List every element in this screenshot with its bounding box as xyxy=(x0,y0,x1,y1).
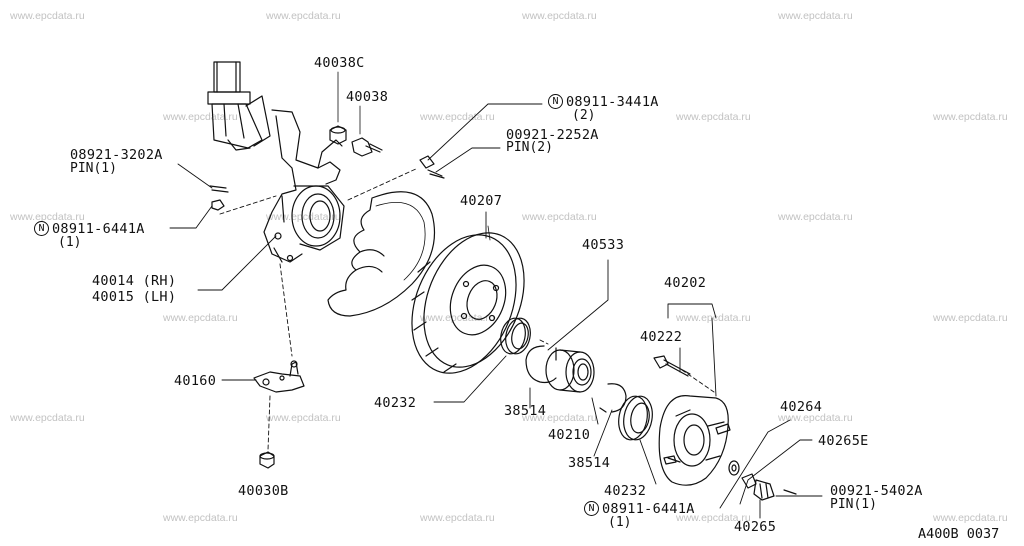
strut-drawing xyxy=(207,61,271,151)
watermark: www.epcdata.ru xyxy=(676,111,751,123)
part-label-40015: 40015 (LH) xyxy=(92,289,177,305)
watermark: www.epcdata.ru xyxy=(522,412,597,424)
part-label-40264: 40264 xyxy=(780,399,823,415)
watermark: www.epcdata.ru xyxy=(163,512,238,524)
watermark: www.epcdata.ru xyxy=(522,211,597,223)
leader-lines xyxy=(169,103,823,519)
pin-nut-drawing xyxy=(419,155,445,179)
ball-joint-drawing xyxy=(253,360,305,393)
part-label-40014: 40014 (RH) xyxy=(92,273,177,289)
diagram-code: A400B 0037 xyxy=(918,526,1000,542)
part-label-40160: 40160 xyxy=(174,373,217,389)
dust-shield-drawing xyxy=(327,191,436,317)
part-sub-08911-3441a: (2) xyxy=(572,108,596,123)
part-label-00921-5402a: 00921-5402A xyxy=(830,483,923,499)
hub-drawing xyxy=(658,395,731,486)
n-marker: N xyxy=(548,94,563,109)
part-label-40222: 40222 xyxy=(640,329,683,345)
watermark: www.epcdata.ru xyxy=(420,111,495,123)
n-marker: N xyxy=(34,221,49,236)
part-label-40232-left: 40232 xyxy=(374,395,417,411)
watermark: www.epcdata.ru xyxy=(933,111,1008,123)
part-sub-08921-3202a: PIN(1) xyxy=(70,161,117,176)
part-label-08911-6441a-left: 08911-6441A xyxy=(52,221,145,237)
part-label-40265e: 40265E xyxy=(818,433,869,449)
watermark: www.epcdata.ru xyxy=(10,412,85,424)
snap-ring-drawing xyxy=(599,383,627,413)
guide-lines xyxy=(219,167,715,451)
watermark: www.epcdata.ru xyxy=(933,312,1008,324)
stud-bolt-drawing xyxy=(653,355,691,377)
part-sub-08911-6441a-bottom: (1) xyxy=(608,515,632,530)
part-label-08911-6441a-bottom: 08911-6441A xyxy=(602,501,695,517)
part-label-08921-3202a: 08921-3202A xyxy=(70,147,163,163)
watermark: www.epcdata.ru xyxy=(676,512,751,524)
part-sub-00921-2252a: PIN(2) xyxy=(506,140,553,155)
part-sub-08911-6441a-left: (1) xyxy=(58,235,82,250)
watermark: www.epcdata.ru xyxy=(778,10,853,22)
watermark: www.epcdata.ru xyxy=(676,312,751,324)
part-label-40207: 40207 xyxy=(460,193,503,209)
watermark: www.epcdata.ru xyxy=(778,412,853,424)
seal-drawing xyxy=(618,395,653,441)
seal-drawing xyxy=(500,317,531,355)
part-label-40030b: 40030B xyxy=(238,483,289,499)
part-label-00921-2252a: 00921-2252A xyxy=(506,127,599,143)
part-label-38514-a: 38514 xyxy=(504,403,547,419)
part-label-40232-right: 40232 xyxy=(604,483,647,499)
knuckle-drawing xyxy=(263,109,345,263)
part-label-08911-3441a: 08911-3441A xyxy=(566,94,659,110)
watermark: www.epcdata.ru xyxy=(778,211,853,223)
watermark: www.epcdata.ru xyxy=(10,211,85,223)
watermark: www.epcdata.ru xyxy=(420,512,495,524)
watermark: www.epcdata.ru xyxy=(163,111,238,123)
watermark: www.epcdata.ru xyxy=(266,10,341,22)
axle-nut-drawing xyxy=(728,460,797,501)
n-marker: N xyxy=(584,501,599,516)
watermark: www.epcdata.ru xyxy=(266,412,341,424)
brake-rotor-drawing xyxy=(411,225,525,374)
bearing-drawing xyxy=(545,349,595,393)
part-label-40038c: 40038C xyxy=(314,55,365,71)
pin-nut-drawing xyxy=(209,185,229,211)
part-label-40533: 40533 xyxy=(582,237,625,253)
nut-drawing xyxy=(259,451,275,469)
part-label-40210: 40210 xyxy=(548,427,591,443)
watermark: www.epcdata.ru xyxy=(522,10,597,22)
watermark: www.epcdata.ru xyxy=(933,512,1008,524)
part-label-38514-b: 38514 xyxy=(568,455,611,471)
nut-bolt-drawing xyxy=(329,71,383,157)
part-label-40038: 40038 xyxy=(346,89,389,105)
snap-ring-drawing xyxy=(525,345,557,384)
part-label-40202: 40202 xyxy=(664,275,707,291)
watermark: www.epcdata.ru xyxy=(266,211,341,223)
watermark: www.epcdata.ru xyxy=(420,312,495,324)
watermark: www.epcdata.ru xyxy=(163,312,238,324)
part-label-40265: 40265 xyxy=(734,519,777,535)
part-sub-00921-5402a: PIN(1) xyxy=(830,497,877,512)
watermark: www.epcdata.ru xyxy=(10,10,85,22)
